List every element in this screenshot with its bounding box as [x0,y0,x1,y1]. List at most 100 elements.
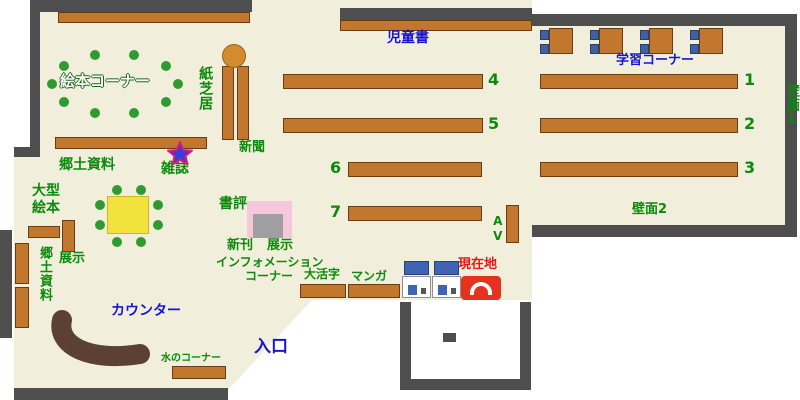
seat-dot [47,79,57,89]
seat-dot [59,61,69,71]
wall-right [785,14,797,237]
round-table [222,44,246,68]
bookshelf-row2 [540,118,738,133]
bookshelf-kamishibai-1 [222,66,234,140]
shelf-number-7: 7 [330,202,342,221]
wall-lobby-bottom [400,379,531,390]
wall-bottom-left [14,388,228,400]
seat-dot [161,97,171,107]
bookshelf-large-print [300,284,346,298]
study-chair [690,44,699,54]
wall-left-upper [30,0,40,155]
bookshelf-av [506,205,519,243]
bookshelf-large-picture-books [28,226,60,238]
label-display-center: 展示 [267,238,294,253]
counter-desk [51,310,150,367]
label-water-corner: 水のコーナー [161,353,221,364]
wall-top-left [30,0,252,12]
shelf-number-2: 2 [744,114,756,133]
shelf-number-1: 1 [744,70,756,89]
label-picture-book-corner: 絵本コーナー [60,72,151,90]
label-wall-surface-1: 壁面1 [783,84,799,128]
label-information-1: インフォメーション [216,255,324,269]
seat-dot [136,185,146,195]
vending-machine-detail [408,285,417,295]
shelf-number-3: 3 [744,158,756,177]
seat-dot [90,50,100,60]
bookshelf-display-left [62,220,75,252]
bookshelf-row1 [540,74,738,89]
shelf-number-6: 6 [330,158,342,177]
bookshelf-water-corner [172,366,226,379]
bookshelf-childrens [340,20,532,31]
label-av: AV [490,214,505,244]
bookshelf-local-history-top [55,137,207,149]
label-book-review: 書評 [219,196,247,212]
seat-dot [95,200,105,210]
bookshelf-row6 [348,162,482,177]
wall-top-middle [340,8,532,20]
shelf-number-5: 5 [488,114,500,133]
bookshelf-top-left [58,12,250,23]
seat-dot [136,237,146,247]
seat-dot [112,237,122,247]
label-kamishibai: 紙芝居 [197,66,214,111]
seat-dot [90,108,100,118]
study-chair [690,30,699,40]
label-current-location: 現在地 [458,257,498,272]
bookshelf-local-history-v1 [15,243,29,284]
study-chair [640,30,649,40]
wall-lobby-right [520,302,531,390]
label-study-corner: 学習コーナー [616,53,695,68]
study-desk [649,28,673,54]
current-location-arc [470,282,492,295]
study-chair [590,44,599,54]
wall-lobby-inner [443,333,456,342]
wall-top-right [532,14,785,26]
magazine-star-icon [167,141,193,166]
label-counter: カウンター [111,303,181,319]
label-new-books: 新刊 [227,238,254,253]
bookshelf-row7 [348,206,482,221]
label-large-picture-books-1: 大型 [32,183,60,199]
seat-dot [173,79,183,89]
shelf-number-4: 4 [488,70,500,89]
reading-table [107,196,149,234]
label-local-history-left: 郷土資料 [36,246,52,302]
seat-dot [129,50,139,60]
study-desk [549,28,573,54]
vending-machine-detail [421,288,426,294]
seat-dot [112,185,122,195]
seat-dot [161,61,171,71]
label-childrens-books: 児童書 [387,30,429,46]
study-chair [540,30,549,40]
vending-machine-icon [404,261,429,275]
seat-dot [129,108,139,118]
label-large-picture-books-2: 絵本 [32,200,60,216]
wall-left-lower [0,230,12,338]
label-wall-surface-2: 壁面2 [632,202,668,217]
study-chair [590,30,599,40]
wall-right-section-bottom [532,225,785,237]
wall-left-notch [14,147,40,157]
bookshelf-local-history-v2 [15,287,29,328]
display-table-gray [253,214,283,238]
seat-dot [153,220,163,230]
bookshelf-row3 [540,162,738,177]
label-information-2: コーナー [245,269,294,283]
study-desk [699,28,723,54]
label-manga: マンガ [351,269,388,283]
seat-dot [59,97,69,107]
vending-machine-icon [434,261,459,275]
vending-machine-detail [438,285,447,295]
bookshelf-row5 [283,118,483,133]
label-entrance: 入口 [254,337,288,357]
label-magazines: 雑誌 [161,161,189,177]
label-display-left: 展示 [59,251,86,266]
seat-dot [95,220,105,230]
bookshelf-manga [348,284,400,298]
label-local-history-top: 郷土資料 [59,157,115,173]
study-desk [599,28,623,54]
bookshelf-kamishibai-2 [237,66,249,140]
